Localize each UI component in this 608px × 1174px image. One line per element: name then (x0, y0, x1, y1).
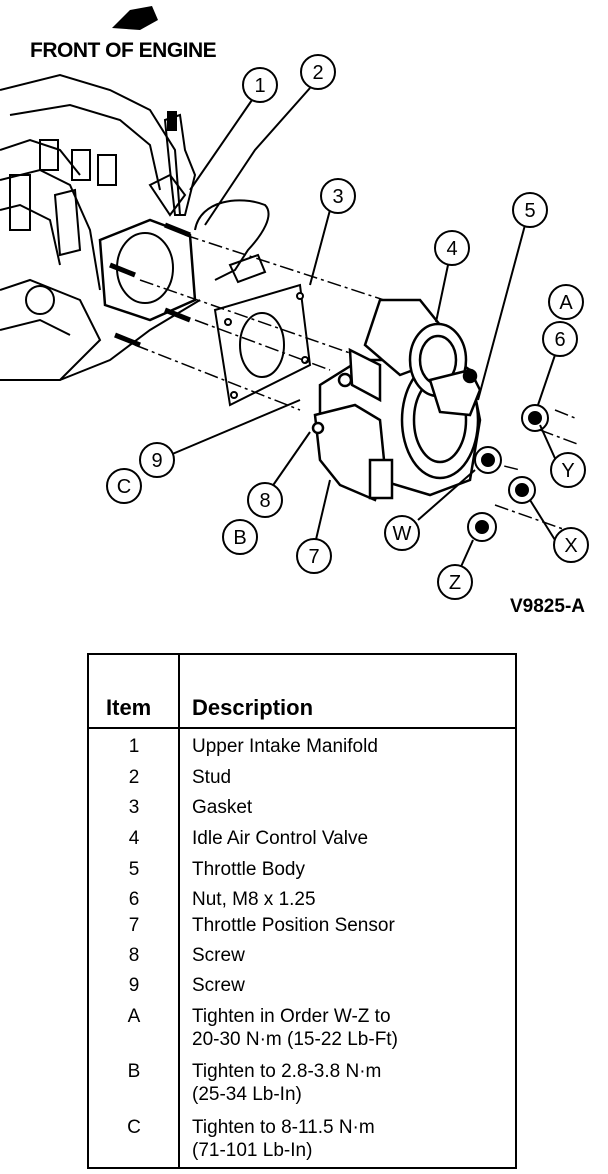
nut-x (508, 476, 536, 504)
row-description: Throttle Position Sensor (192, 915, 395, 936)
nut-y (521, 404, 549, 432)
row-item: 9 (128, 975, 140, 996)
row-item: 8 (128, 945, 140, 966)
row-description: Throttle Body (192, 859, 305, 880)
svg-text:X: X (564, 535, 577, 557)
header-divider (89, 727, 515, 729)
row-item: 4 (128, 828, 140, 849)
row-item: 5 (128, 859, 140, 880)
svg-text:W: W (393, 523, 412, 545)
callout-x: X (553, 527, 589, 563)
column-divider (178, 655, 180, 1167)
row-description: Screw (192, 945, 245, 966)
callout-9: 9 (139, 442, 175, 478)
callout-8: 8 (247, 482, 283, 518)
callout-6: 6 (542, 321, 578, 357)
row-description: Upper Intake Manifold (192, 736, 378, 757)
svg-text:1: 1 (254, 75, 265, 97)
svg-text:4: 4 (446, 238, 457, 260)
row-description: Stud (192, 767, 232, 788)
row-description: Tighten to 8-11.5 N·m (71-101 Lb-In) (192, 1117, 375, 1161)
row-description: Tighten in Order W-Z to 20-30 N·m (15-22… (192, 1006, 398, 1050)
figure-code: V9825-A (510, 596, 585, 617)
callout-2: 2 (300, 54, 336, 90)
row-description: Tighten to 2.8-3.8 N·m (25-34 Lb-In) (192, 1061, 382, 1105)
row-item: A (127, 1006, 141, 1027)
callout-3: 3 (320, 178, 356, 214)
svg-text:8: 8 (259, 490, 270, 512)
row-item: 1 (128, 736, 140, 757)
parts-legend-table: Item Description 1 Upper Intake Manifold… (87, 653, 517, 1169)
callout-z: Z (437, 564, 473, 600)
nuts (467, 404, 549, 542)
callout-y: Y (550, 452, 586, 488)
svg-text:Z: Z (449, 572, 461, 594)
nut-w (474, 446, 502, 474)
row-item: B (127, 1061, 141, 1082)
row-item: 6 (128, 889, 140, 910)
svg-text:9: 9 (151, 450, 162, 472)
row-item: 2 (128, 767, 140, 788)
callout-c: C (106, 468, 142, 504)
callout-1: 1 (242, 67, 278, 103)
svg-text:C: C (117, 476, 131, 498)
row-item: 7 (128, 915, 140, 936)
callout-4: 4 (434, 230, 470, 266)
callout-a: A (548, 284, 584, 320)
row-description: Idle Air Control Valve (192, 828, 369, 849)
svg-text:5: 5 (524, 200, 535, 222)
column-header-item: Item (106, 695, 152, 720)
callout-b: B (222, 519, 258, 555)
svg-text:6: 6 (554, 329, 565, 351)
exploded-view-diagram: FRONT OF ENGINE (0, 6, 589, 617)
row-item: 3 (128, 797, 140, 818)
svg-text:2: 2 (312, 62, 323, 84)
callouts: 1 2 3 4 5 A 6 Y X W Z 9 C 8 B 7 (106, 54, 589, 600)
leader-lines (169, 87, 559, 581)
svg-text:B: B (233, 527, 246, 549)
front-arrow-icon (112, 6, 158, 30)
callout-7: 7 (296, 538, 332, 574)
front-of-engine-label: FRONT OF ENGINE (30, 39, 217, 62)
row-description: Screw (192, 975, 245, 996)
row-item: C (127, 1117, 141, 1138)
svg-text:3: 3 (332, 186, 343, 208)
upper-intake-manifold (0, 73, 270, 381)
svg-text:A: A (559, 292, 573, 314)
callout-w: W (384, 515, 420, 551)
column-header-description: Description (192, 695, 314, 720)
svg-text:7: 7 (308, 546, 319, 568)
gasket (213, 283, 312, 407)
callout-5: 5 (512, 192, 548, 228)
nut-z (467, 512, 497, 542)
svg-text:Y: Y (561, 460, 574, 482)
throttle-position-sensor (311, 403, 394, 502)
row-description: Nut, M8 x 1.25 (192, 889, 316, 910)
row-description: Gasket (192, 797, 253, 818)
